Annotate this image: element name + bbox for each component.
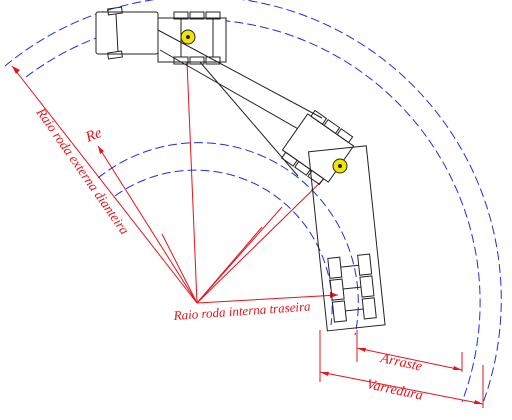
semitrailer	[308, 145, 386, 332]
radius-line-4	[161, 233, 198, 304]
semitrailer-axle	[345, 308, 364, 312]
radius-line-3	[185, 36, 198, 304]
radius-line-6	[196, 168, 335, 304]
arrow-arraste-right	[453, 366, 462, 370]
front-wheel-right	[107, 50, 123, 60]
semitrailer-axle	[343, 286, 362, 290]
semitrailer-wheel	[327, 256, 343, 279]
arrow-varredura-right	[474, 400, 483, 404]
arrow-arraste-left	[357, 348, 366, 352]
arrowhead-re	[98, 146, 104, 154]
front-axle	[115, 13, 119, 53]
varredura-label: Varredura	[365, 377, 424, 404]
dolly-wheel	[336, 128, 354, 144]
semitrailer-wheel	[331, 300, 347, 323]
arraste-label: Arraste	[378, 351, 423, 375]
offset-dimensions	[319, 330, 484, 408]
re-label: Re	[83, 125, 105, 146]
semitrailer-axle	[340, 264, 359, 268]
trailer-links	[157, 29, 323, 177]
dolly-wheel	[281, 151, 298, 167]
varredura-dimension	[319, 371, 484, 405]
link-line	[159, 49, 301, 131]
rear-inner-radius-line	[196, 294, 339, 304]
arrow-varredura-left	[320, 372, 329, 376]
inner-arc-2	[114, 169, 333, 326]
turning-arcs	[4, 0, 502, 404]
dolly-wheel	[307, 169, 325, 186]
semitrailer-wheels	[327, 253, 377, 323]
re-radius-line	[97, 145, 198, 304]
arraste-dimension	[356, 347, 463, 371]
semitrailer-wheel	[361, 297, 377, 320]
link-line	[199, 61, 299, 177]
tractor-cab	[95, 11, 159, 55]
radius-lines	[11, 36, 339, 304]
semitrailer-wheel	[329, 278, 345, 301]
tractor-kingpin-center	[186, 35, 190, 39]
semitrailer-wheel	[357, 253, 373, 276]
front-outer-radius-line	[11, 65, 198, 304]
outer-swept-arc-2	[25, 18, 481, 403]
tractor-wheel	[189, 56, 205, 65]
semitrailer-wheel	[359, 275, 375, 298]
arrowhead-front-outer	[12, 66, 20, 74]
rear-inner-radius-label: Raio roda interna traseira	[172, 298, 311, 323]
semitrailer-body	[308, 145, 386, 332]
outer-swept-arc	[4, 0, 502, 404]
front-outer-radius-label: Raio roda externa dianteira	[33, 104, 132, 237]
dolly-wheel	[294, 160, 311, 176]
dolly-wheel	[323, 118, 341, 135]
link-line	[157, 29, 323, 119]
offset-arrowheads	[320, 348, 483, 404]
radius-line-7	[196, 226, 263, 304]
inner-arc-1	[97, 142, 359, 336]
trailer-kingpin-center	[338, 164, 342, 168]
tractor-wheel	[189, 11, 205, 20]
front-wheel-left	[107, 6, 123, 16]
dolly-wheel	[310, 109, 328, 125]
